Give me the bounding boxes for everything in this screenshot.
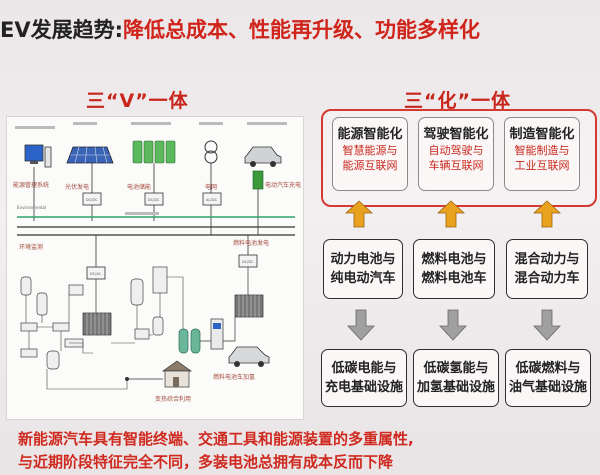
svg-text:Environmental: Environmental	[17, 205, 46, 210]
powertrain-fcev: 燃料电池与 燃料电池车	[413, 239, 495, 299]
label-lng: 变热综合利用	[155, 395, 191, 403]
svg-text:DC/DC: DC/DC	[86, 198, 98, 202]
footer-line-2: 与近期阶段特征完全不同，多装电池总拥有成本反而下降	[18, 453, 394, 471]
computer-icon	[24, 144, 52, 168]
fuel-cell-car-icon	[228, 346, 270, 367]
hydrogen-dispenser-icon	[210, 318, 224, 350]
arrow-up-icon	[344, 200, 374, 228]
label-pv: 光伏发电	[65, 183, 89, 191]
solar-panel-icon	[66, 146, 114, 164]
label-energy-center: 能源管理系统	[13, 181, 49, 189]
label-fuel-cell-car: 燃料电池车加氢	[213, 373, 255, 381]
charger-icon	[252, 170, 264, 190]
hydrogen-tank-icon	[178, 328, 201, 354]
footer-line-1: 新能源汽车具有智能终端、交通工具和能源装置的多重属性,	[18, 430, 414, 448]
powertrain-bev: 动力电池与 纯电动汽车	[323, 239, 403, 299]
arrow-up-icon	[436, 200, 466, 228]
schematic-drawing: 能源管理系统 光伏发电 电池储能	[13, 122, 301, 403]
right-heading: 三“化”一体	[404, 90, 511, 112]
fuel-cell-stack-icon	[82, 294, 264, 336]
car-icon	[244, 146, 282, 167]
svg-text:DC/DC: DC/DC	[148, 198, 160, 202]
arrow-down-icon	[439, 309, 467, 341]
goal-manufacturing-intelligence: 制造智能化 智能制造与 工业互联网	[504, 117, 580, 191]
svg-text:DC/AC: DC/AC	[90, 272, 102, 276]
arrow-down-icon	[347, 309, 375, 341]
title-prefix: EV发展趋势:	[0, 18, 123, 42]
arrow-down-icon	[533, 309, 561, 341]
svg-text:DC/DC: DC/DC	[242, 260, 254, 264]
infrastructure-charging: 低碳电能与 充电基础设施	[321, 349, 407, 407]
slide-title: EV发展趋势:降低总成本、性能再升级、功能多样化	[0, 6, 600, 54]
arrow-up-icon	[532, 200, 562, 228]
label-fuel-cell-gen: 燃料电池发电	[233, 239, 269, 247]
battery-storage-icon	[132, 140, 176, 164]
transformer-icon	[204, 140, 218, 164]
energy-system-schematic: 能源管理系统 光伏发电 电池储能	[6, 116, 304, 420]
label-storage: 电池储能	[127, 183, 151, 191]
left-heading: 三“V”一体	[86, 90, 189, 112]
powertrain-hybrid: 混合动力与 混合动力车	[506, 239, 588, 299]
label-env-monitor: 环境监测	[19, 243, 43, 251]
goal-energy-intelligence: 能源智能化 智慧能源与 能源互联网	[332, 117, 408, 191]
label-ev-charge: 电动汽车充电	[265, 181, 301, 189]
svg-text:AC/DC: AC/DC	[206, 198, 218, 202]
title-main: 降低总成本、性能再升级、功能多样化	[123, 18, 480, 42]
goal-driving-intelligence: 驾驶智能化 自动驾驶与 车辆互联网	[418, 117, 494, 191]
building-icon	[161, 360, 193, 388]
infrastructure-fuel: 低碳燃料与 油气基础设施	[505, 349, 591, 407]
infrastructure-hydrogen: 低碳氢能与 加氢基础设施	[413, 349, 499, 407]
